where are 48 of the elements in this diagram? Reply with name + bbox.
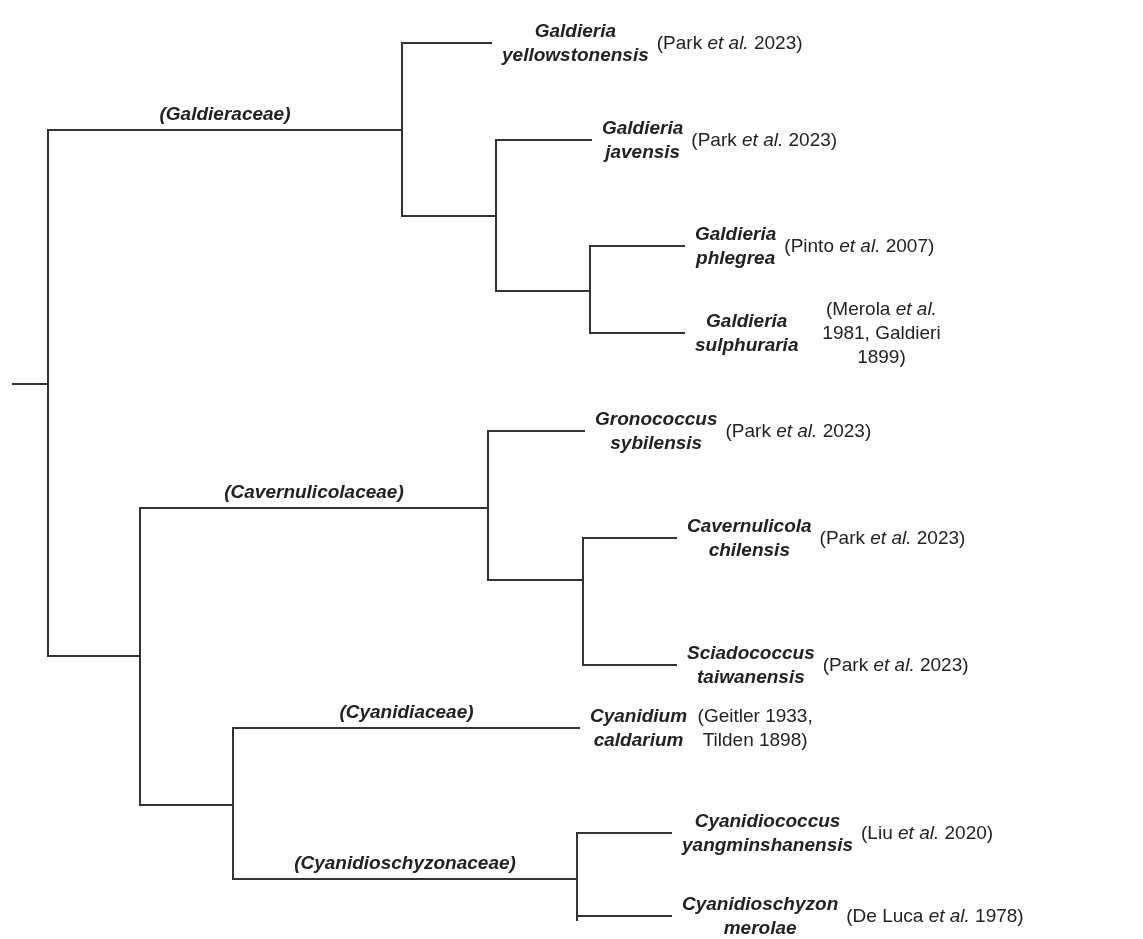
vertical-branch-line [582, 537, 584, 666]
vertical-branch-line [47, 129, 49, 657]
citation: (Park et al. 2023) [656, 31, 803, 55]
vertical-branch-line [139, 507, 141, 806]
citation: (Park et al. 2023) [819, 526, 966, 550]
branch-line [401, 215, 497, 217]
branch-line [232, 727, 581, 729]
branch-line [589, 332, 686, 334]
citation: (Park et al. 2023) [822, 653, 969, 677]
species-name: Gronococcus sybilensis [595, 407, 718, 455]
branch-line [495, 290, 591, 292]
species-name: Galdieria phlegrea [695, 222, 777, 270]
branch-line [576, 915, 673, 917]
vertical-branch-line [576, 832, 578, 921]
branch-line [582, 664, 678, 666]
species-name: Galdieria sulphuraria [695, 309, 799, 357]
citation: (De Luca et al. 1978) [846, 904, 1024, 928]
species-name: Cyanidioschyzon merolae [682, 892, 839, 939]
branch-line [495, 139, 593, 141]
citation: (Merola et al. 1981, Galdieri 1899) [821, 297, 942, 369]
citation: (Park et al. 2023) [691, 128, 838, 152]
branch-line [47, 129, 403, 131]
species-name: Cyanidium caldarium [590, 704, 688, 752]
citation: (Pinto et al. 2007) [784, 234, 935, 258]
branch-line [401, 42, 493, 44]
vertical-branch-line [232, 727, 234, 880]
species-name: Galdieria yellowstonensis [502, 19, 649, 67]
citation: (Geitler 1933, Tilden 1898) [696, 704, 814, 752]
species-name: Galdieria javensis [602, 116, 684, 164]
branch-line [589, 245, 686, 247]
citation: (Liu et al. 2020) [861, 821, 994, 845]
vertical-branch-line [487, 430, 489, 581]
species-name: Cyanidiococcus yangminshanensis [682, 809, 854, 857]
species-name: Cavernulicola chilensis [687, 514, 812, 562]
vertical-branch-line [401, 42, 403, 217]
branch-line [232, 878, 578, 880]
branch-line [11, 383, 49, 385]
branch-line [139, 507, 489, 509]
branch-line [582, 537, 678, 539]
branch-line [576, 832, 673, 834]
branch-line [139, 804, 234, 806]
citation: (Park et al. 2023) [725, 419, 872, 443]
vertical-branch-line [589, 245, 591, 334]
branch-line [487, 430, 586, 432]
species-name: Sciadococcus taiwanensis [687, 641, 815, 689]
vertical-branch-line [495, 139, 497, 292]
branch-line [47, 655, 141, 657]
branch-line [487, 579, 584, 581]
